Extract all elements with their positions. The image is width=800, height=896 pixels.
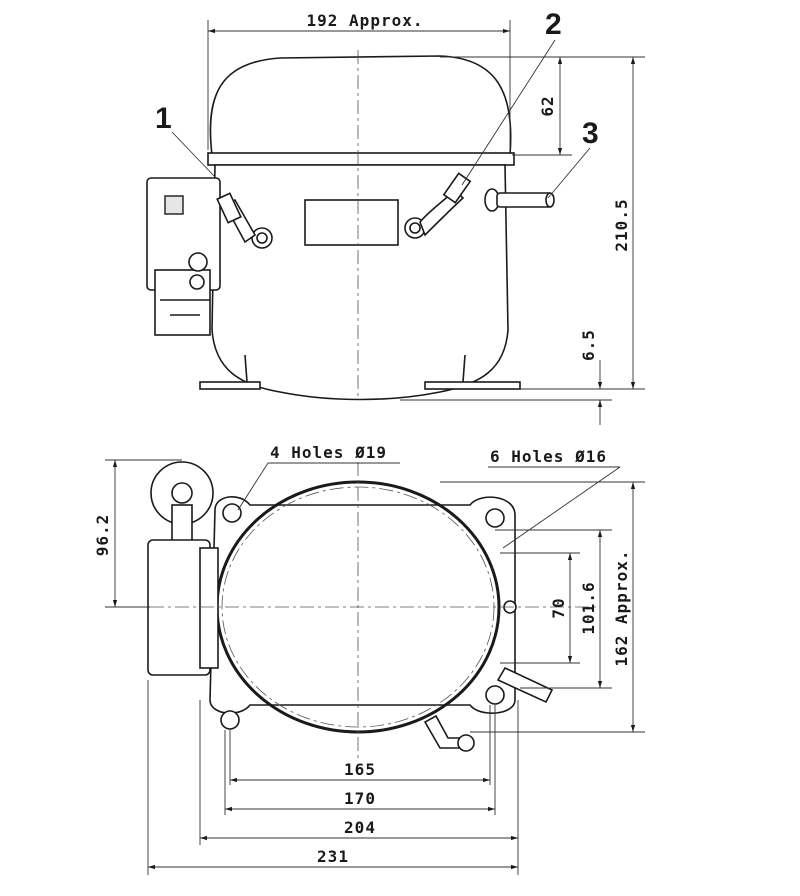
- dim-height-210-5: 210.5: [612, 198, 631, 251]
- compressor-band: [207, 152, 515, 166]
- dim-width-192: 192 Approx.: [307, 11, 424, 30]
- dim-spacing-101-6: 101.6: [579, 581, 598, 634]
- right-foot: [424, 381, 521, 390]
- label-4-holes: 4 Holes Ø19: [270, 443, 387, 462]
- base-plate: [209, 496, 516, 715]
- dim-spacing-70: 70: [549, 597, 568, 618]
- compressor-dome: [209, 55, 512, 156]
- bottom-view: 4 Holes Ø19 6 Holes Ø16 96.2 70 101.6 16…: [93, 443, 645, 875]
- name-plate: [304, 199, 399, 246]
- dim-foot-6-5: 6.5: [579, 329, 598, 361]
- terminal-box-bottom: [147, 461, 219, 676]
- callout-2: 2: [545, 8, 562, 41]
- dim-dome-62: 62: [538, 95, 557, 116]
- dim-width-165: 165: [344, 760, 376, 779]
- suction-tube-left: [216, 192, 273, 249]
- dim-offset-96-2: 96.2: [93, 514, 112, 557]
- dim-width-204: 204: [344, 818, 376, 837]
- process-tube: [484, 188, 555, 212]
- left-foot: [199, 381, 261, 390]
- tube-right: [496, 666, 554, 704]
- terminal-box: [146, 177, 221, 336]
- label-6-holes: 6 Holes Ø16: [490, 447, 607, 466]
- discharge-tube: [404, 172, 472, 239]
- dim-depth-162: 162 Approx.: [612, 550, 631, 667]
- callout-3: 3: [582, 117, 599, 150]
- callout-1: 1: [155, 102, 172, 135]
- side-view: 1 2 3 192 Approx. 62 210.5 6.5: [146, 8, 645, 425]
- dim-width-231: 231: [317, 847, 349, 866]
- dim-width-170: 170: [344, 789, 376, 808]
